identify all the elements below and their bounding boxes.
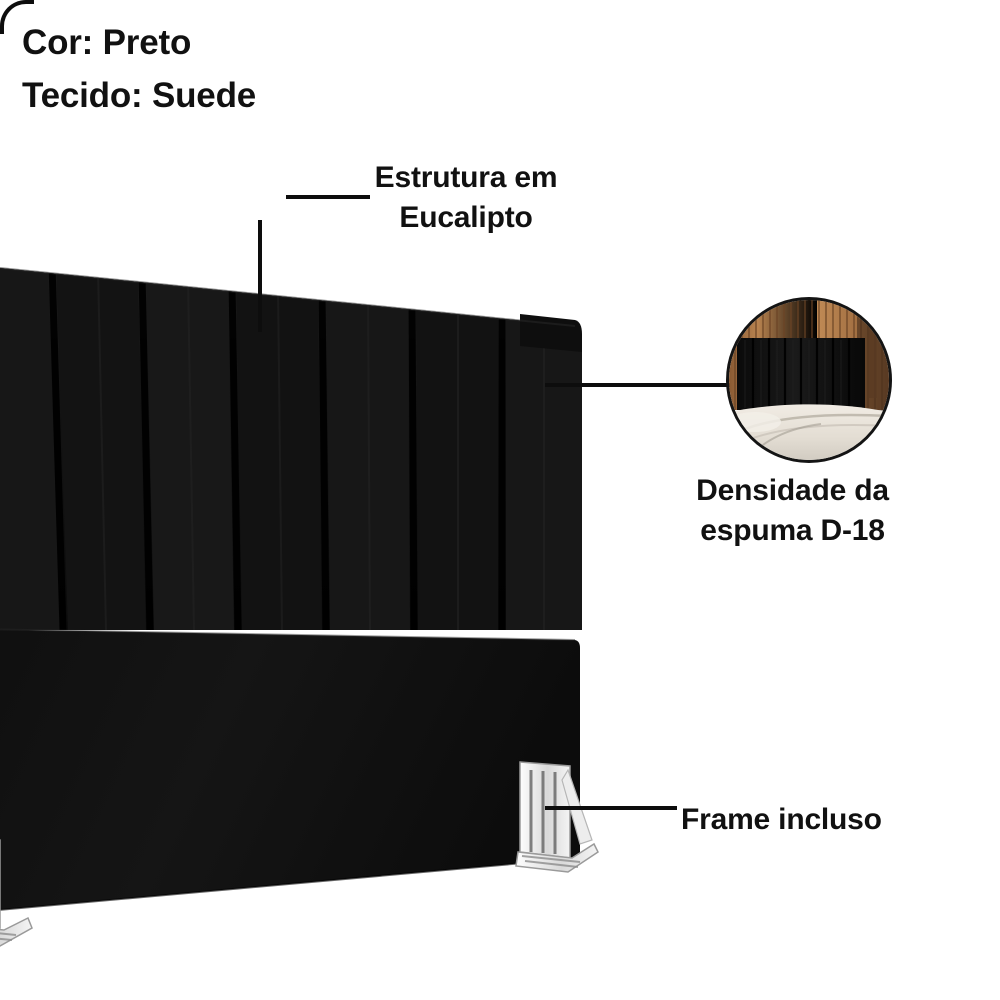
callout-foam-line1: Densidade da: [696, 474, 889, 507]
leader-line-frame: [545, 806, 677, 810]
inset-photo-bedroom: [726, 297, 892, 463]
frame-foot-right: [515, 761, 599, 873]
metal-frame-feet: [0, 740, 620, 975]
callout-frame-line1: Frame incluso: [681, 803, 882, 836]
bed-base-skirt: [0, 610, 582, 940]
spec-color: Cor: Preto: [22, 23, 192, 62]
leader-line-structure-corner: [0, 0, 34, 34]
callout-structure: Estrutura em Eucalipto: [357, 158, 575, 238]
spec-fabric: Tecido: Suede: [22, 76, 257, 116]
callout-foam-density: Densidade da espuma D-18: [655, 471, 930, 551]
callout-structure-line2: Eucalipto: [399, 201, 533, 235]
callout-structure-line1: Estrutura em: [374, 161, 558, 194]
leader-line-structure-horizontal: [286, 195, 370, 199]
frame-foot-left: [0, 839, 33, 947]
callout-foam-line2: espuma D-18: [700, 514, 885, 548]
product-specs: Cor: Preto Tecido: Suede: [22, 16, 582, 122]
callout-frame-included: Frame incluso: [681, 800, 981, 840]
headboard-upholstered-panels: [0, 262, 582, 630]
leader-line-foam: [545, 383, 731, 387]
leader-line-structure-vertical: [258, 220, 262, 332]
